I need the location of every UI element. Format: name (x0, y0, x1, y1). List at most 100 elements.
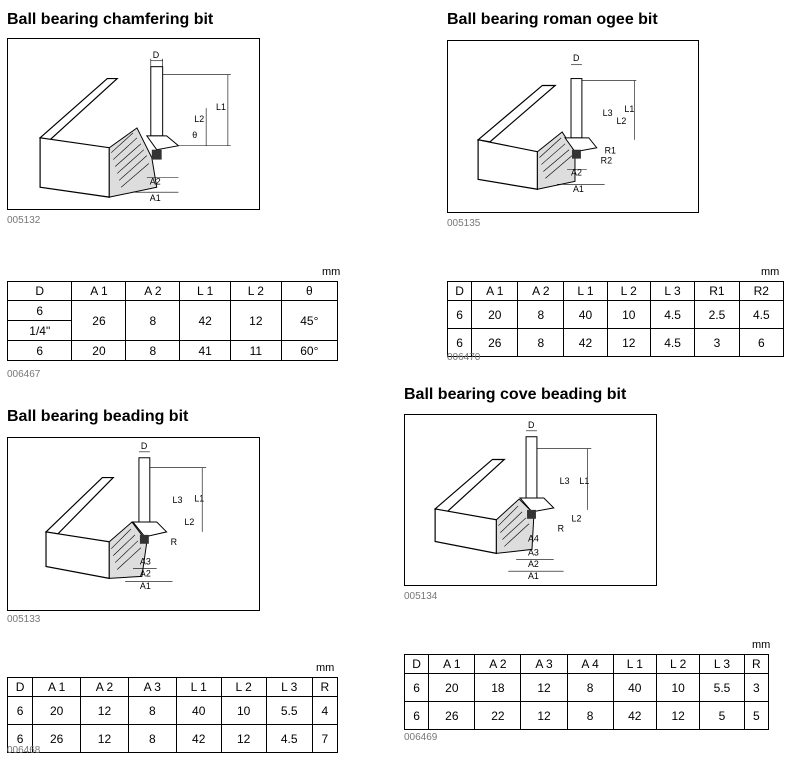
table-row: 6 26 8 42 12 45° (6, 300, 339, 341)
chamfer-table-code: 006467 (7, 369, 41, 380)
table-cell: 6 (6, 300, 73, 321)
roman-ogee-unit: mm (761, 266, 780, 278)
table-cell: 26 (428, 701, 476, 730)
table-cell: 8 (517, 328, 565, 357)
beading-th: A 3 (127, 677, 177, 697)
table-cell: 12 (520, 701, 568, 730)
table-cell: 40 (563, 300, 608, 329)
table-cell: 4.5 (649, 300, 696, 329)
table-cell: 4.5 (738, 300, 785, 329)
beading-th: L 1 (175, 677, 222, 697)
chamfer-th-l1: L 1 (179, 281, 231, 301)
table-cell: 42 (612, 701, 657, 730)
roman-ogee-diagram: D L1 L2 L3 R1 R2 A2 A1 (476, 53, 637, 194)
cove-beading-title: Ball bearing cove beading bit (404, 386, 627, 403)
roman-ogee-label-r1: R1 (605, 146, 616, 156)
beading-diagram: D L1 L3 L2 R A3 A2 A1 (44, 441, 207, 591)
beading-th: L 3 (265, 677, 313, 697)
roman-ogee-th: L 3 (649, 281, 696, 301)
cove-beading-th: A 3 (520, 654, 568, 674)
table-cell: 4 (311, 696, 339, 725)
table-row: 6 26 22 12 8 42 12 5 5 (403, 701, 770, 730)
cove-beading-diagram: D L1 L3 L2 R A4 A3 A2 A1 (433, 420, 592, 581)
cove-beading-label-a3: A3 (528, 547, 539, 557)
table-cell: 20 (471, 300, 519, 329)
table-cell: 6 (738, 328, 785, 357)
table-cell: 18 (474, 673, 522, 702)
beading-title: Ball bearing beading bit (7, 408, 189, 425)
chamfer-label-d: D (153, 50, 159, 60)
table-cell: 10 (606, 300, 651, 329)
chamfer-th-d: D (6, 281, 73, 301)
roman-ogee-label-l3: L3 (603, 108, 613, 118)
cove-beading-fig-code: 005134 (404, 591, 438, 602)
table-cell: 42 (179, 300, 231, 341)
beading-th: L 2 (220, 677, 267, 697)
table-cell: 11 (230, 340, 282, 361)
table-cell: 4.5 (265, 724, 313, 753)
beading-table: D A 1 A 2 A 3 L 1 L 2 L 3 R 6 20 12 8 40… (6, 677, 339, 753)
table-cell: 6 (6, 696, 34, 725)
chamfer-th-theta: θ (280, 281, 339, 301)
cove-beading-unit: mm (752, 639, 771, 651)
table-cell: 8 (125, 340, 181, 361)
table-cell: 6 (6, 340, 73, 361)
cove-beading-label-a2: A2 (528, 559, 539, 569)
roman-ogee-label-d: D (573, 53, 579, 63)
beading-label-l1: L1 (194, 493, 204, 503)
cove-beading-th: L 1 (612, 654, 657, 674)
table-cell: 10 (220, 696, 267, 725)
roman-ogee-th: A 1 (471, 281, 519, 301)
table-row: 6 20 18 12 8 40 10 5.5 3 (403, 673, 770, 702)
roman-ogee-label-r2: R2 (601, 156, 612, 166)
beading-label-l2: L2 (184, 517, 194, 527)
beading-label-l3: L3 (173, 495, 183, 505)
roman-ogee-th: L 2 (606, 281, 651, 301)
cove-beading-th: L 3 (699, 654, 745, 674)
beading-th: A 1 (32, 677, 82, 697)
roman-ogee-label-a2: A2 (571, 167, 582, 177)
cove-beading-label-l1: L1 (579, 476, 589, 486)
cove-beading-th: A 2 (474, 654, 522, 674)
table-cell: 7 (311, 724, 339, 753)
cove-beading-th: D (403, 654, 430, 674)
cove-beading-th: A 1 (428, 654, 476, 674)
table-cell: 5.5 (265, 696, 313, 725)
roman-ogee-table: D A 1 A 2 L 1 L 2 L 3 R1 R2 6 20 8 40 10… (446, 281, 785, 357)
roman-ogee-title: Ball bearing roman ogee bit (447, 11, 658, 28)
table-cell: 6 (446, 328, 473, 357)
chamfer-label-a1: A1 (150, 193, 161, 203)
table-row: 6 20 8 41 11 60° (6, 340, 339, 361)
cove-beading-th: L 2 (655, 654, 701, 674)
table-cell: 8 (566, 673, 614, 702)
chamfer-label-theta: θ (192, 130, 197, 140)
table-cell: 6 (403, 673, 430, 702)
table-cell: 3 (694, 328, 740, 357)
table-cell: 8 (566, 701, 614, 730)
cove-beading-th: R (743, 654, 770, 674)
cove-beading-label-r: R (558, 524, 564, 534)
table-cell: 8 (517, 300, 565, 329)
table-cell: 20 (32, 696, 82, 725)
table-cell: 12 (220, 724, 267, 753)
roman-ogee-label-l2: L2 (616, 116, 626, 126)
roman-ogee-th: R2 (738, 281, 785, 301)
table-cell: 8 (127, 724, 177, 753)
table-cell: 45° (280, 300, 339, 341)
table-cell: 6 (6, 724, 34, 753)
chamfer-label-l1: L1 (216, 102, 226, 112)
table-row: 6 20 8 40 10 4.5 2.5 4.5 (446, 300, 785, 329)
table-cell: 5 (743, 701, 770, 730)
cove-beading-figure: D L1 L3 L2 R A4 A3 A2 A1 (404, 414, 657, 586)
table-cell: 12 (80, 724, 129, 753)
chamfer-th-a1: A 1 (71, 281, 127, 301)
beading-label-r: R (171, 537, 177, 547)
table-cell: 20 (71, 340, 127, 361)
chamfer-unit: mm (322, 266, 341, 278)
chamfer-label-l2: L2 (194, 114, 204, 124)
chamfer-th-l2: L 2 (230, 281, 282, 301)
table-cell: 5.5 (699, 673, 745, 702)
table-row: 1/4" (6, 320, 338, 341)
beading-label-d: D (141, 441, 147, 451)
table-cell: 3 (743, 673, 770, 702)
